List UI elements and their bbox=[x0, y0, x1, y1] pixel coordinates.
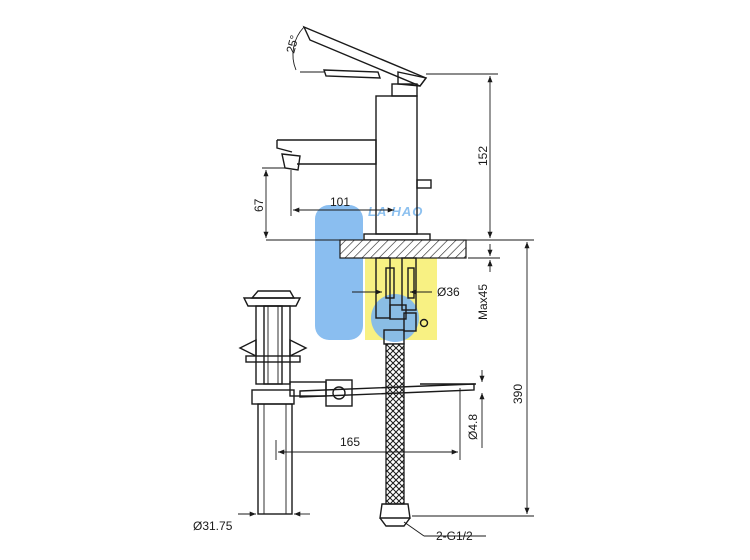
dim-drain-diameter: Ø31.75 bbox=[193, 519, 233, 533]
dim-hole-diameter: Ø36 bbox=[437, 285, 460, 299]
dim-spout-reach: 101 bbox=[330, 195, 350, 209]
mounting-assembly bbox=[375, 257, 429, 345]
dim-rod-length: 165 bbox=[340, 435, 360, 449]
dim-max-thickness: Max45 bbox=[476, 284, 490, 320]
pop-up-drain bbox=[238, 290, 353, 515]
dimension-lines bbox=[238, 26, 534, 537]
dim-hose-thread: 2-G1/2 bbox=[436, 529, 473, 543]
popup-rod bbox=[299, 383, 476, 398]
angle-label: 25° bbox=[283, 33, 301, 54]
faucet-body bbox=[276, 25, 432, 241]
dim-height-total: 152 bbox=[476, 146, 490, 166]
dim-rod-diameter: Ø4.8 bbox=[466, 414, 480, 440]
countertop-section bbox=[266, 239, 496, 259]
braided-hose bbox=[379, 343, 411, 527]
dim-total-length: 390 bbox=[511, 384, 525, 404]
dim-spout-height: 67 bbox=[252, 198, 266, 212]
